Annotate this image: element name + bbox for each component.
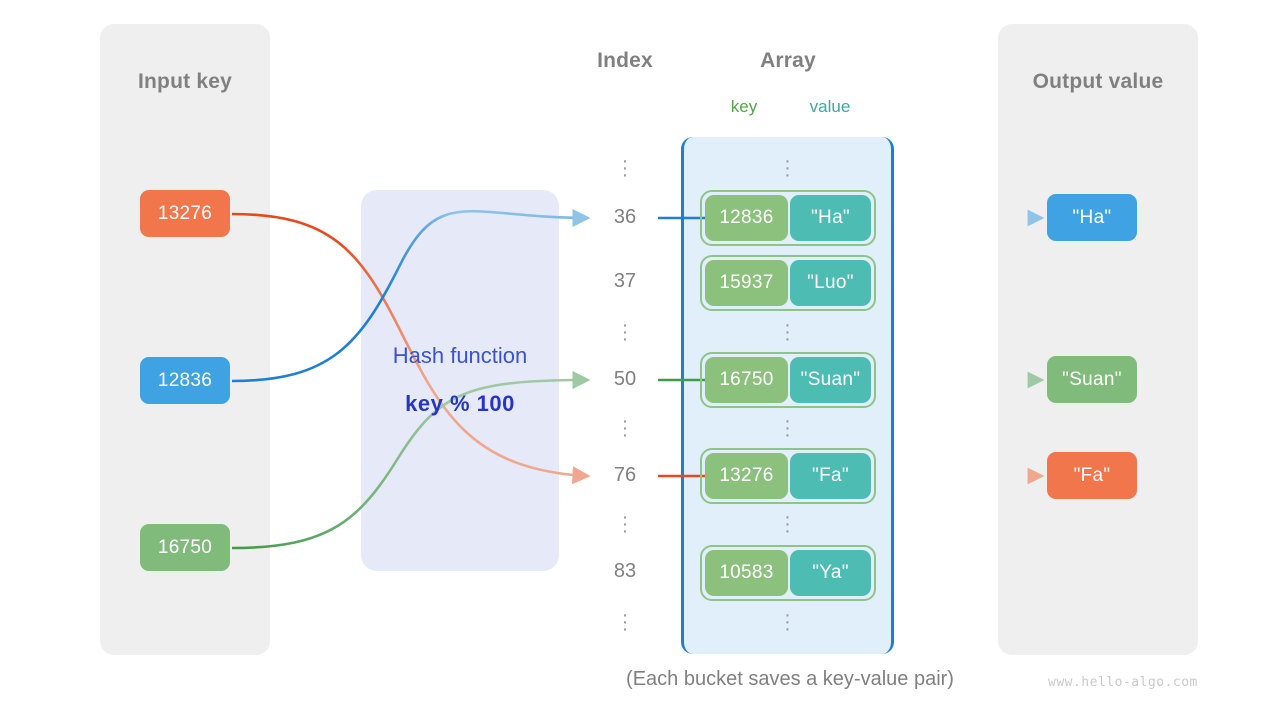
bucket-value: "Fa" [789, 453, 871, 499]
input-key-box[interactable]: 16750 [140, 524, 230, 571]
key-subheading: key [730, 97, 758, 116]
index-ellipsis: ··· [621, 410, 629, 446]
input-panel-title: Input key [138, 70, 232, 93]
hash-function-expression: key % 100 [405, 391, 515, 416]
index-ellipsis: ··· [621, 506, 629, 542]
value-subheading: value [809, 97, 851, 116]
input-key-box[interactable]: 13276 [140, 190, 230, 237]
array-ellipsis: ··· [784, 314, 791, 350]
bucket-key: 13276 [705, 453, 788, 499]
bucket-value: "Ha" [789, 195, 871, 241]
index-label-37: 37 [613, 270, 637, 292]
index-ellipsis: ··· [621, 604, 629, 640]
bucket-row[interactable]: 10583 "Ya" [700, 545, 876, 601]
array-ellipsis: ··· [784, 506, 791, 542]
output-panel-title: Output value [1032, 70, 1164, 93]
bucket-row[interactable]: 15937 "Luo" [700, 255, 876, 311]
hash-function-label: Hash function [392, 343, 528, 368]
bucket-value: "Ya" [789, 550, 871, 596]
output-value-box[interactable]: "Suan" [1047, 356, 1137, 403]
bucket-key: 12836 [705, 195, 788, 241]
index-label-50: 50 [613, 368, 637, 390]
bucket-value: "Luo" [789, 260, 871, 306]
input-key-box[interactable]: 12836 [140, 357, 230, 404]
array-ellipsis: ··· [784, 410, 791, 446]
bucket-row[interactable]: 12836 "Ha" [700, 190, 876, 246]
bucket-key: 15937 [705, 260, 788, 306]
index-label-76: 76 [613, 464, 637, 486]
array-ellipsis: ··· [784, 604, 791, 640]
output-value-box[interactable]: "Fa" [1047, 452, 1137, 499]
index-ellipsis: ··· [621, 150, 629, 186]
diagram-caption: (Each bucket saves a key-value pair) [626, 668, 954, 690]
bucket-row[interactable]: 16750 "Suan" [700, 352, 876, 408]
output-value-box[interactable]: "Ha" [1047, 194, 1137, 241]
index-label-36: 36 [613, 206, 637, 228]
array-ellipsis: ··· [784, 150, 791, 186]
bucket-key: 10583 [705, 550, 788, 596]
bucket-row[interactable]: 13276 "Fa" [700, 448, 876, 504]
index-column-heading: Index [597, 49, 653, 72]
bucket-value: "Suan" [789, 357, 871, 403]
watermark: www.hello-algo.com [1048, 675, 1198, 690]
output-value-panel: Output value [998, 24, 1198, 655]
array-column-heading: Array [760, 49, 816, 72]
hash-function-box [361, 190, 559, 571]
bucket-key: 16750 [705, 357, 788, 403]
index-ellipsis: ··· [621, 314, 629, 350]
index-label-83: 83 [613, 560, 637, 582]
